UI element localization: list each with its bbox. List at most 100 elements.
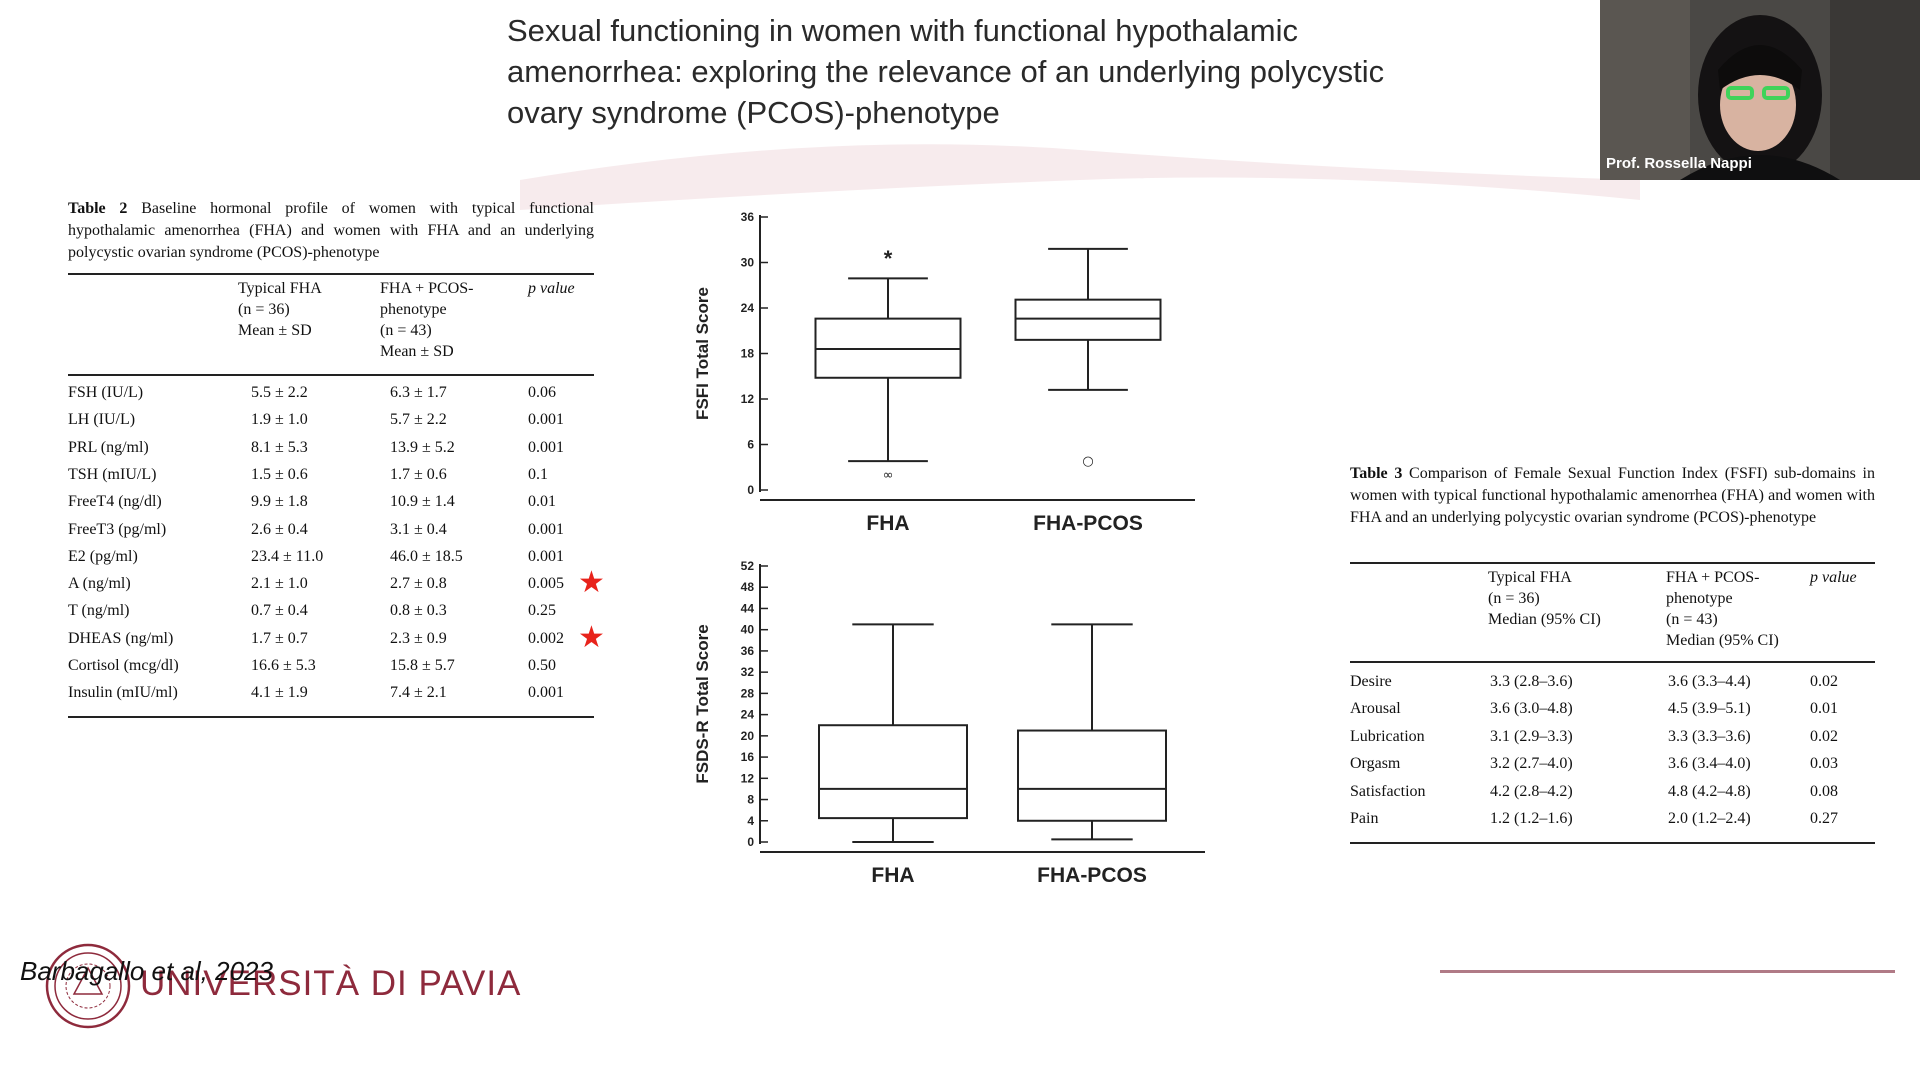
y-tick-label: 30 <box>741 256 755 270</box>
table-2-top-rule <box>68 273 594 275</box>
table-3-label: Table 3 <box>1350 465 1403 482</box>
y-tick-label: 40 <box>741 623 755 637</box>
cell-p: 0.001 <box>528 547 564 565</box>
cell-name: A (ng/ml) <box>68 575 131 593</box>
cell-p: 0.1 <box>528 465 548 483</box>
table-2-header-p: p value <box>528 280 575 297</box>
cell-p: 0.001 <box>528 684 564 702</box>
header-line: phenotype <box>1666 590 1733 607</box>
cell-p: 0.03 <box>1810 755 1838 773</box>
table-2-caption-text: Baseline hormonal profile of women with … <box>68 200 595 261</box>
cell-name: PRL (ng/ml) <box>68 438 149 456</box>
cell-name: FSH (IU/L) <box>68 384 144 401</box>
y-tick-label: 20 <box>741 729 755 743</box>
cell-pcos: 10.9 ± 1.4 <box>390 493 455 511</box>
cell-p: 0.005 <box>528 575 564 593</box>
cell-p: 0.50 <box>528 657 556 674</box>
cell-p: 0.02 <box>1810 727 1838 745</box>
table-3-mid-rule <box>1350 661 1875 663</box>
cell-fha: 1.5 ± 0.6 <box>251 465 308 483</box>
cell-name: Cortisol (mcg/dl) <box>68 657 179 674</box>
cell-name: LH (IU/L) <box>68 411 136 429</box>
cell-name: Orgasm <box>1350 755 1401 773</box>
header-line: Mean ± SD <box>238 322 312 339</box>
outlier-point: ∞ <box>883 468 894 483</box>
cell-name: TSH (mIU/L) <box>68 465 157 483</box>
cell-p: 0.27 <box>1810 810 1838 827</box>
cell-fha: 0.7 ± 0.4 <box>251 602 308 620</box>
table-2-mid-rule <box>68 374 594 376</box>
table-3-bottom-rule <box>1350 842 1875 844</box>
header-line: phenotype <box>380 301 447 318</box>
cell-fha: 1.2 (1.2–1.6) <box>1490 810 1573 827</box>
y-tick-label: 8 <box>747 793 754 807</box>
header-line: Typical FHA <box>1488 569 1572 586</box>
y-tick-label: 36 <box>741 210 755 224</box>
footer-rule <box>1440 970 1895 973</box>
cell-p: 0.001 <box>528 520 564 538</box>
y-tick-label: 24 <box>741 301 755 315</box>
y-axis-label: FSDS-R Total Score <box>693 624 712 783</box>
cell-pcos: 0.8 ± 0.3 <box>390 602 447 620</box>
cell-name: DHEAS (ng/ml) <box>68 629 174 647</box>
cell-p: 0.01 <box>528 493 556 511</box>
y-tick-label: 36 <box>741 644 755 658</box>
cell-pcos: 4.5 (3.9–5.1) <box>1668 700 1751 718</box>
cell-fha: 3.2 (2.7–4.0) <box>1490 755 1573 773</box>
x-category-label: FHA <box>871 864 914 887</box>
cell-pcos: 5.7 ± 2.2 <box>390 411 447 429</box>
cell-fha: 3.6 (3.0–4.8) <box>1490 700 1573 718</box>
box-fha: ∞*FHA <box>814 246 962 535</box>
cell-pcos: 4.8 (4.2–4.8) <box>1668 782 1751 800</box>
cell-p: 0.02 <box>1810 673 1838 690</box>
cell-pcos: 3.3 (3.3–3.6) <box>1668 727 1751 745</box>
cell-fha: 16.6 ± 5.3 <box>251 657 316 674</box>
cell-pcos: 46.0 ± 18.5 <box>390 547 463 565</box>
cell-pcos: 13.9 ± 5.2 <box>390 438 455 456</box>
y-tick-label: 48 <box>741 580 755 594</box>
y-axis-label: FSFI Total Score <box>693 287 712 420</box>
speaker-webcam[interactable]: Prof. Rossella Nappi <box>1600 0 1920 180</box>
cell-p: 0.08 <box>1810 782 1838 800</box>
cell-name: Desire <box>1350 673 1392 690</box>
cell-pcos: 2.0 (1.2–2.4) <box>1668 810 1751 827</box>
cell-name: FreeT3 (pg/ml) <box>68 520 167 538</box>
table-3-header-fha: Typical FHA (n = 36) Median (95% CI) <box>1488 567 1601 630</box>
cell-pcos: 2.7 ± 0.8 <box>390 575 447 593</box>
cell-name: Insulin (mIU/ml) <box>68 684 178 702</box>
outlier-point: ○ <box>1082 454 1093 469</box>
y-tick-label: 12 <box>741 771 755 785</box>
cell-pcos: 6.3 ± 1.7 <box>390 384 447 401</box>
cell-name: Arousal <box>1350 700 1401 718</box>
header-line: (n = 36) <box>1488 590 1540 607</box>
cell-p: 0.06 <box>528 384 556 401</box>
cell-name: E2 (pg/ml) <box>68 547 138 565</box>
background-swoosh <box>520 144 1640 210</box>
x-category-label: FHA-PCOS <box>1037 864 1147 887</box>
y-tick-label: 32 <box>741 665 755 679</box>
significance-star-icon: ★ <box>578 619 605 655</box>
y-tick-label: 24 <box>741 708 755 722</box>
iqr-box <box>818 724 968 820</box>
table-2-header-pcos: FHA + PCOS- phenotype (n = 43) Mean ± SD <box>380 278 474 362</box>
cell-p: 0.01 <box>1810 700 1838 718</box>
table-3-top-rule <box>1350 562 1875 564</box>
cell-fha: 2.6 ± 0.4 <box>251 520 308 538</box>
y-tick-label: 16 <box>741 750 755 764</box>
header-line: Median (95% CI) <box>1666 632 1779 649</box>
y-tick-label: 6 <box>747 438 754 452</box>
title-box <box>500 8 1435 138</box>
cell-name: T (ng/ml) <box>68 602 130 620</box>
cell-p: 0.002 <box>528 629 564 647</box>
cell-fha: 23.4 ± 11.0 <box>251 547 324 565</box>
y-tick-label: 4 <box>747 814 754 828</box>
cell-fha: 9.9 ± 1.8 <box>251 493 308 511</box>
cell-p: 0.25 <box>528 602 556 620</box>
y-tick-label: 0 <box>747 483 754 497</box>
x-category-label: FHA-PCOS <box>1033 512 1143 535</box>
header-line: (n = 43) <box>1666 611 1718 628</box>
significance-star-icon: ★ <box>578 565 605 601</box>
slide-title: Sexual functioning in women with functio… <box>507 13 1385 130</box>
y-tick-label: 44 <box>741 601 755 615</box>
table-3-caption-text: Comparison of Female Sexual Function Ind… <box>1350 465 1876 526</box>
